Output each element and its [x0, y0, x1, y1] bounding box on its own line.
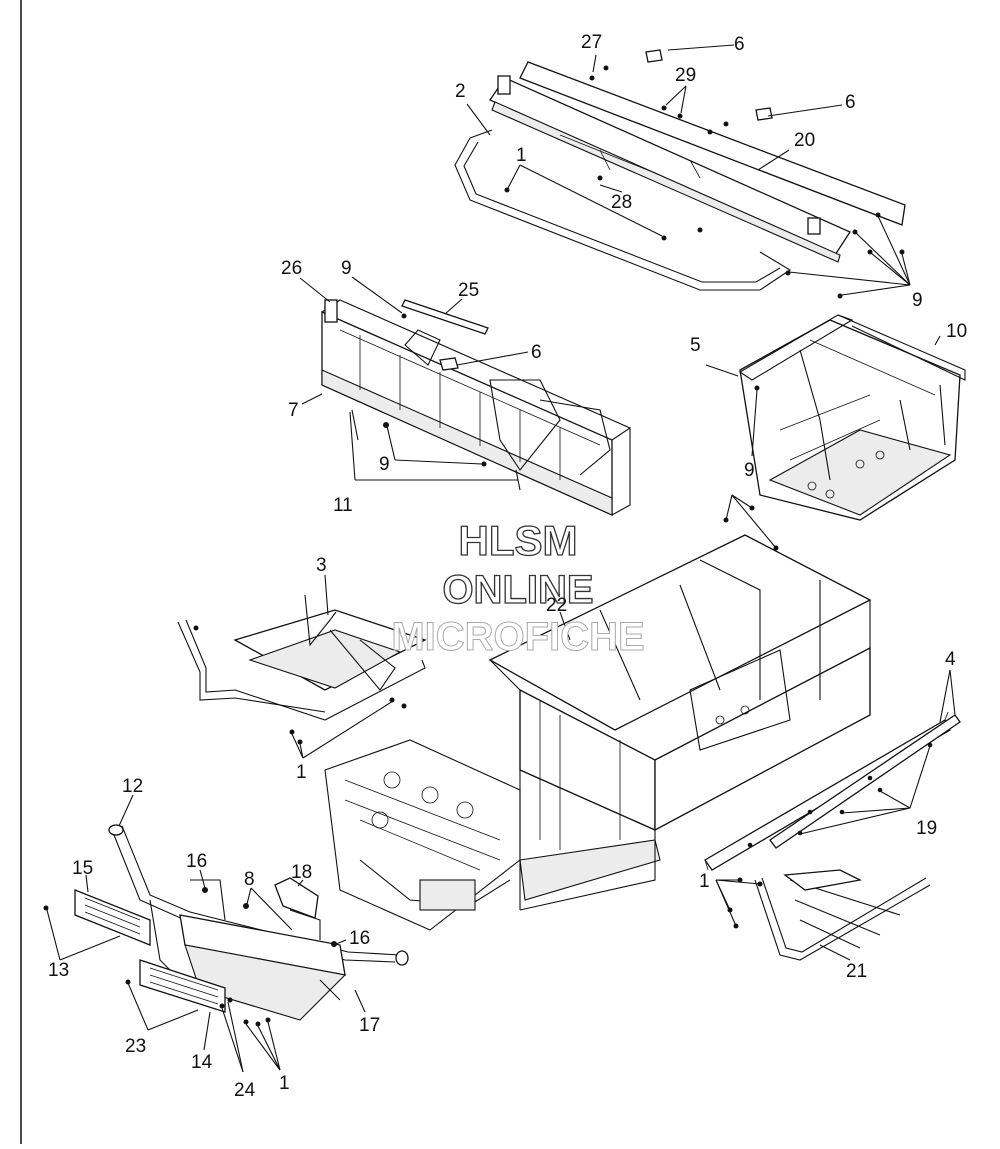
callout-25: 25	[458, 280, 479, 301]
callout-9a: 9	[341, 258, 352, 279]
callout-6b: 6	[845, 92, 856, 113]
callout-20: 20	[794, 130, 815, 151]
rear-rail-frame	[727, 869, 931, 961]
decal-6b	[755, 107, 773, 121]
leader-lines	[46, 44, 956, 1073]
callout-24: 24	[234, 1080, 256, 1101]
front-bumper	[108, 824, 409, 1021]
callout-23: 23	[125, 1036, 146, 1057]
callout-1d: 1	[279, 1073, 290, 1094]
callout-1a: 1	[516, 145, 527, 166]
callout-14: 14	[191, 1052, 213, 1073]
callout-16b: 16	[349, 928, 370, 949]
callout-19: 19	[916, 818, 937, 839]
grille-14	[139, 959, 226, 1013]
callout-labels: 27 6 29 6 2 20 1 28 26 9 25 9 6 5 10 7 9…	[48, 32, 967, 1101]
callout-21: 21	[846, 961, 867, 982]
callout-17: 17	[359, 1015, 380, 1036]
callout-5: 5	[690, 335, 701, 356]
callout-26: 26	[281, 258, 302, 279]
callout-12: 12	[122, 776, 143, 797]
callout-7: 7	[288, 400, 299, 421]
callout-9c: 9	[379, 454, 390, 475]
watermark-line1: HLSM	[459, 517, 578, 564]
grille-15	[74, 889, 151, 946]
watermark-line3: MICROFICHE	[391, 615, 644, 659]
watermark-line2: ONLINE	[442, 568, 593, 612]
callout-27: 27	[581, 32, 602, 53]
callout-10: 10	[946, 321, 967, 342]
footwell-frame	[177, 594, 427, 745]
callout-18: 18	[291, 862, 312, 883]
callout-15: 15	[72, 858, 93, 879]
callout-2: 2	[455, 81, 466, 102]
callout-4: 4	[945, 649, 956, 670]
side-rails	[704, 711, 961, 871]
bed-frame-top	[454, 61, 906, 291]
callout-28: 28	[611, 192, 632, 213]
callout-22: 22	[546, 595, 567, 616]
main-chassis	[324, 534, 872, 931]
callout-3: 3	[316, 555, 327, 576]
callout-6c: 6	[531, 342, 542, 363]
decal-6a	[645, 49, 663, 63]
seat-frame	[321, 299, 632, 517]
callout-11: 11	[333, 495, 353, 516]
callout-1b: 1	[296, 762, 307, 783]
cargo-frame	[738, 314, 966, 521]
callout-29: 29	[675, 65, 696, 86]
bracket-18	[274, 877, 319, 919]
decal-6c	[439, 357, 459, 371]
callout-1c: 1	[699, 871, 710, 892]
callout-9d: 9	[744, 460, 755, 481]
callout-13: 13	[48, 960, 69, 981]
callout-8: 8	[244, 869, 255, 890]
callout-9b: 9	[912, 290, 923, 311]
callout-6a: 6	[734, 34, 745, 55]
callout-16a: 16	[186, 851, 207, 872]
strip-25	[401, 299, 489, 335]
